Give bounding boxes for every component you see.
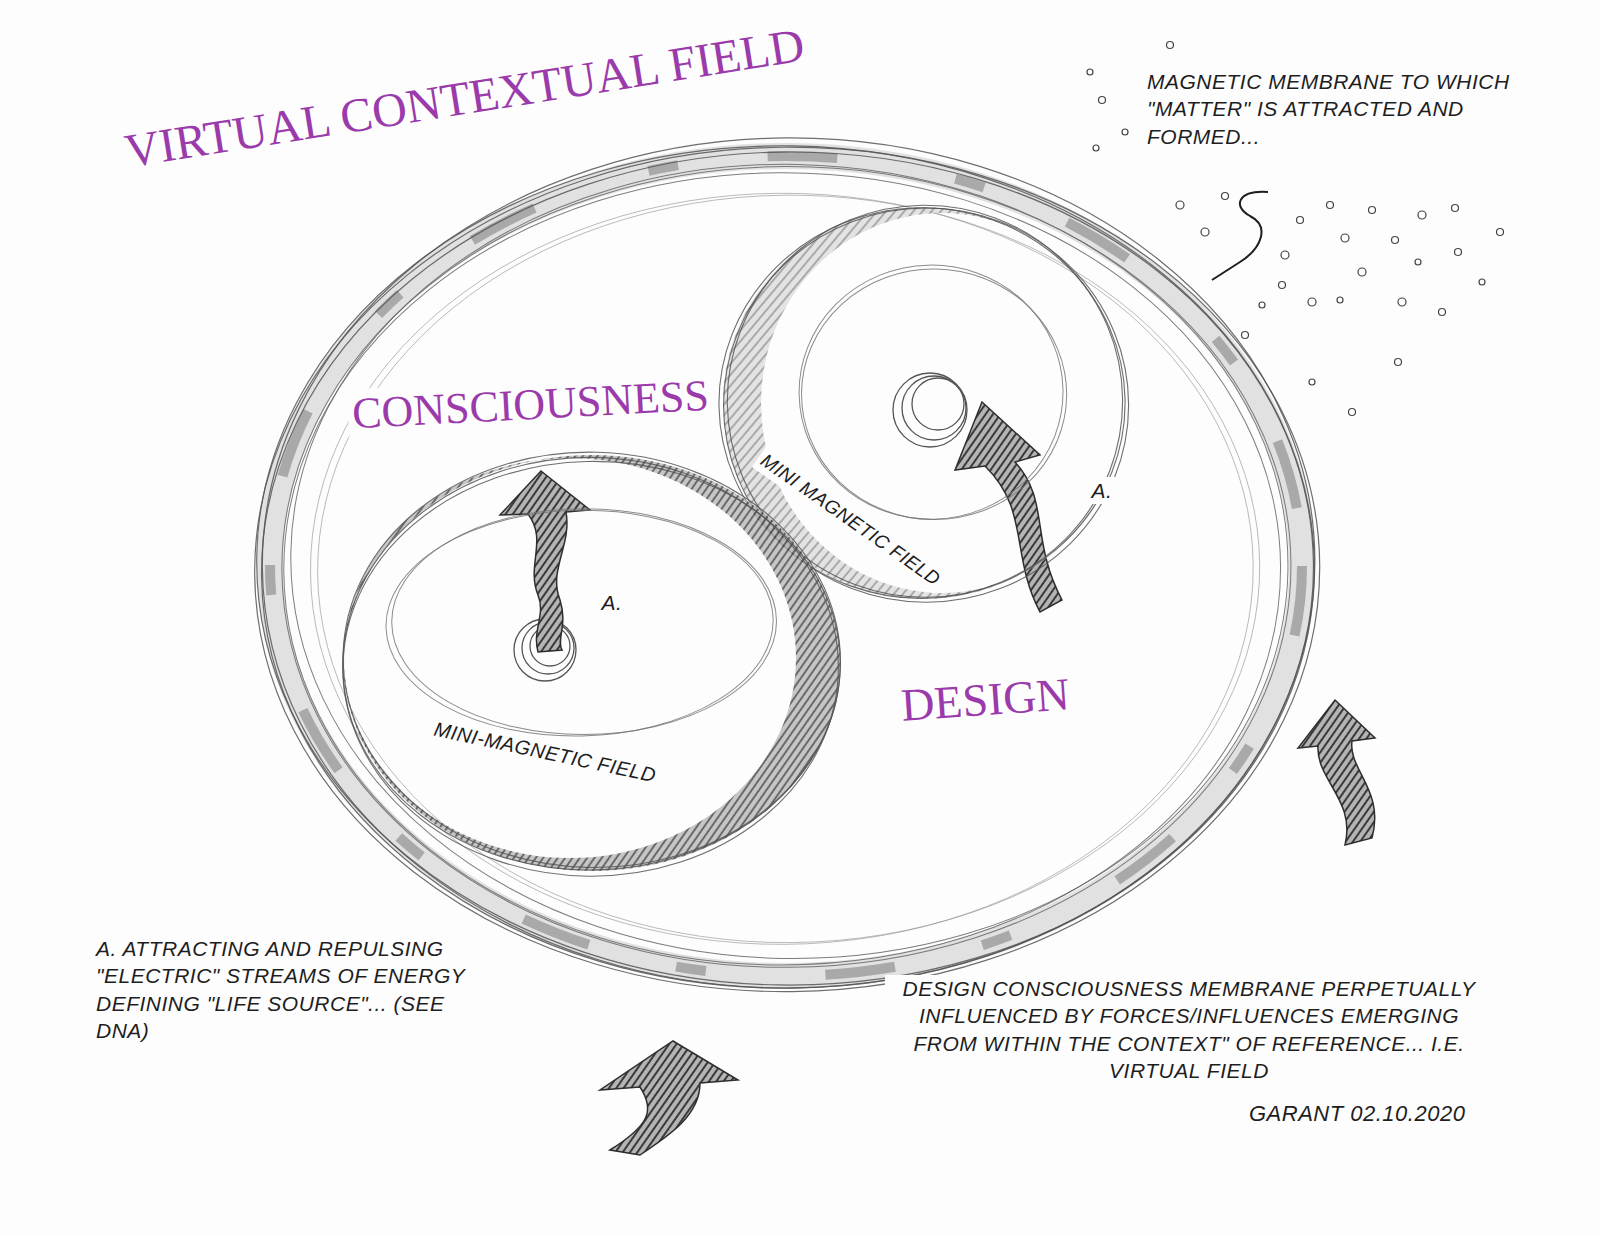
matter-particle (1122, 129, 1128, 135)
sketch-stroke (314, 190, 1264, 947)
matter-particle (1176, 201, 1184, 209)
field-circle-outline (342, 453, 842, 873)
leader-line (1212, 192, 1268, 280)
membrane-ellipse: CONSCIOUSNESSDESIGNMINI MAGNETIC FIELDA.… (256, 142, 1316, 990)
matter-particle (1341, 234, 1349, 242)
energy-swirl (893, 373, 967, 447)
matter-particle (1309, 379, 1315, 385)
matter-particle (1395, 359, 1402, 366)
matter-particle (1439, 309, 1446, 316)
matter-particle (1369, 207, 1376, 214)
membrane-band (270, 156, 1302, 976)
membrane-shading (270, 156, 1302, 976)
sketch-stroke (250, 142, 1324, 998)
matter-particle (1281, 251, 1289, 259)
field-heading: CONSCIOUSNESS (346, 370, 713, 440)
matter-particle (1392, 237, 1399, 244)
energy-arrow (500, 471, 590, 652)
sketch-stroke (796, 262, 1066, 522)
matter-particle (1099, 97, 1106, 104)
field-heading: DESIGN (895, 667, 1075, 732)
matter-particle (1201, 228, 1209, 236)
influence-arrow (1298, 700, 1375, 845)
matter-particle (1398, 298, 1406, 306)
sketch-stroke (250, 137, 1321, 993)
matter-particle (1279, 282, 1286, 289)
note-text: MAGNETIC MEMBRANE TO WHICH "MATTER" IS A… (1143, 68, 1521, 150)
matter-particle (1308, 298, 1316, 306)
matter-particle (1497, 229, 1504, 236)
callout-letter: A. (1088, 477, 1117, 504)
matter-particle (1327, 202, 1334, 209)
sketch-stroke (279, 163, 1293, 970)
influence-arrow (600, 1041, 738, 1155)
shape-sketch (338, 446, 846, 879)
sketch-stroke (283, 171, 1282, 966)
sketch-stroke (256, 145, 1320, 996)
sketch-stroke (338, 446, 846, 874)
matter-particle (1452, 205, 1459, 212)
swirl-ring (902, 376, 966, 440)
matter-particle (1455, 249, 1462, 256)
matter-particle (1222, 193, 1229, 200)
matter-particle (1479, 279, 1485, 285)
signature: GARANT 02.10.2020 (1245, 1100, 1469, 1129)
matter-particle (1337, 297, 1343, 303)
field-circle: MINI-MAGNETIC FIELD A. (342, 453, 842, 873)
matter-particle (1418, 211, 1426, 219)
matter-particle (1087, 69, 1093, 75)
note-text: DESIGN CONSCIOUSNESS MEMBRANE PERPETUALL… (885, 975, 1493, 1084)
matter-particle (1242, 332, 1249, 339)
matter-particle (1297, 217, 1304, 224)
field-crescent (344, 455, 840, 871)
field-label: MINI-MAGNETIC FIELD (428, 715, 662, 789)
note-text: A. ATTRACTING AND REPULSING "ELECTRIC" S… (92, 935, 470, 1044)
sketch-stroke (341, 455, 841, 879)
swirl-ring (893, 373, 967, 447)
sketch-stroke (384, 506, 776, 740)
matter-particle (1349, 409, 1356, 416)
shape-sketch (250, 133, 1324, 997)
matter-particle (1358, 268, 1366, 276)
swirl-ring (912, 378, 964, 430)
sketch-stroke (283, 155, 1295, 968)
energy-arrow (955, 402, 1062, 612)
matter-particle (1259, 302, 1265, 308)
matter-particle (1167, 42, 1174, 49)
sketch-stroke (308, 190, 1256, 947)
matter-particle (1093, 145, 1099, 151)
matter-particle (1415, 259, 1421, 265)
sketch-stroke (391, 508, 776, 735)
callout-letter: A. (598, 589, 627, 616)
